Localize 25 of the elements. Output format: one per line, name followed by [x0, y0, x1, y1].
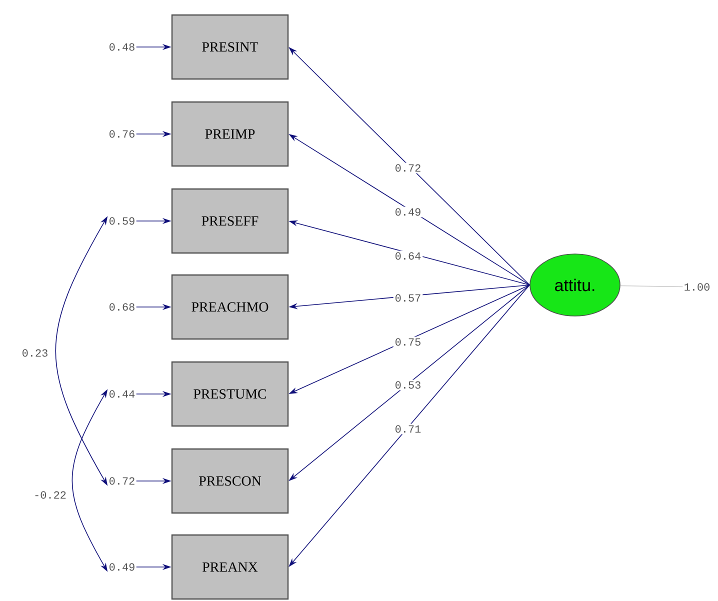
error-variance: 0.44 [110, 390, 135, 398]
variable-box: PRESINT [171, 14, 289, 80]
edge-label: 0.75 [393, 336, 423, 348]
error-variance: 0.72 [110, 477, 134, 485]
edge-label: 0.72 [393, 162, 423, 174]
edge-label: -0.22 [32, 490, 68, 500]
variance-value: 1.00 [684, 283, 710, 291]
error-variance: 0.76 [110, 130, 134, 138]
edge-label: 0.71 [393, 424, 423, 434]
edge-label: 0.49 [393, 206, 423, 218]
error-variance: 0.48 [110, 43, 134, 51]
connector-line [620, 285, 684, 288]
variable-box: PREANX [171, 534, 289, 600]
edge-label: 0.23 [20, 348, 50, 358]
error-variance: 0.49 [110, 563, 134, 571]
edge-label: 0.53 [393, 380, 423, 390]
error-variance: 0.59 [110, 217, 134, 225]
edge-label: 0.64 [393, 250, 423, 262]
variable-box: PRESEFF [171, 188, 289, 254]
edge-label: 0.57 [393, 292, 423, 304]
variable-box: PRESCON [171, 448, 289, 514]
variable-box: PRESTUMC [171, 361, 289, 427]
error-variance: 0.68 [110, 303, 134, 311]
variable-box: PREACHMO [171, 274, 289, 340]
variable-box: PREIMP [171, 101, 289, 167]
